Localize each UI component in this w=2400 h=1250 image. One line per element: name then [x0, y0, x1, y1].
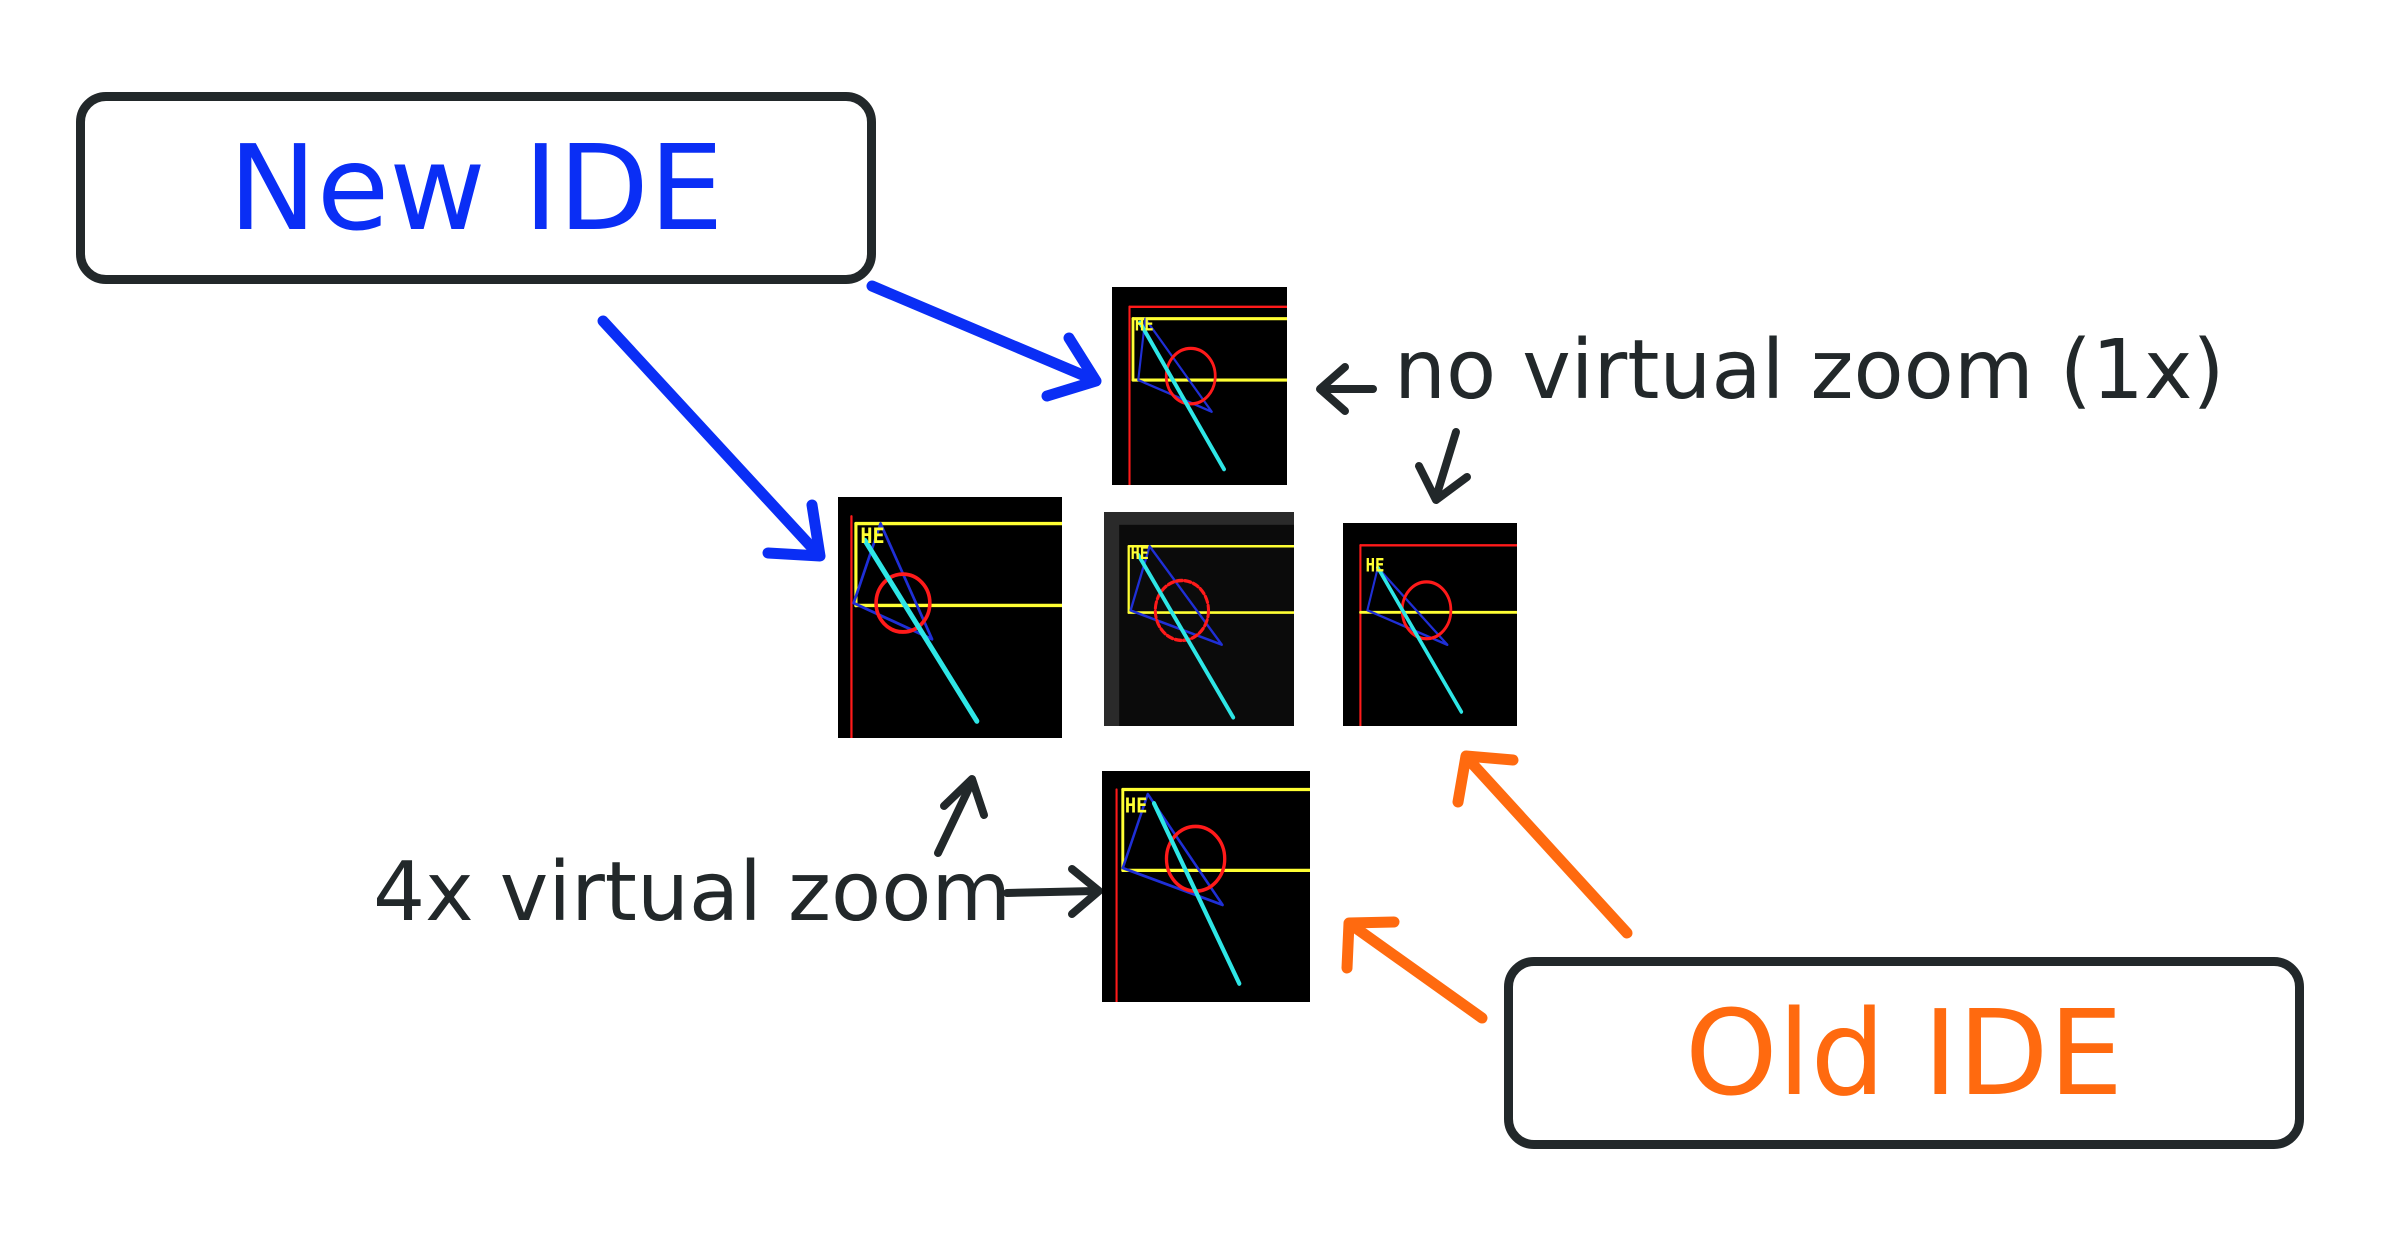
arrow-new-ide-to-4x [597, 315, 826, 562]
sketch-label: HE [1366, 556, 1385, 577]
arrow-nozoom-to-old-1x [1415, 428, 1471, 504]
old-ide-callout: Old IDE [1504, 957, 2304, 1149]
arrow-old-ide-to-4x [1341, 916, 1488, 1024]
old-ide-1x-render: HE [1343, 523, 1517, 726]
sketch-label: HE [860, 523, 884, 548]
4x-zoom-annotation: 4x virtual zoom [373, 845, 1012, 940]
new-ide-4x-render: HE [838, 497, 1062, 738]
no-zoom-annotation: no virtual zoom (1x) [1394, 323, 2225, 418]
new-ide-callout: New IDE [76, 92, 876, 284]
old-ide-4x-render: HE [1102, 771, 1310, 1002]
sketch-label: HE [1135, 314, 1154, 335]
arrow-new-ide-to-1x [866, 280, 1102, 402]
sketch-label: HE [1125, 794, 1148, 818]
old-ide-label: Old IDE [1684, 984, 2124, 1122]
arrow-4x-to-new-4x [934, 775, 988, 857]
arrow-nozoom-to-new-1x [1316, 363, 1377, 415]
arrow-old-ide-to-1x [1452, 750, 1633, 939]
middle-render: HE [1104, 512, 1294, 726]
new-ide-1x-render: HE [1112, 287, 1287, 485]
new-ide-label: New IDE [228, 119, 724, 257]
arrow-4x-to-old-4x [1003, 865, 1103, 918]
sketch-label: HE [1131, 543, 1149, 563]
